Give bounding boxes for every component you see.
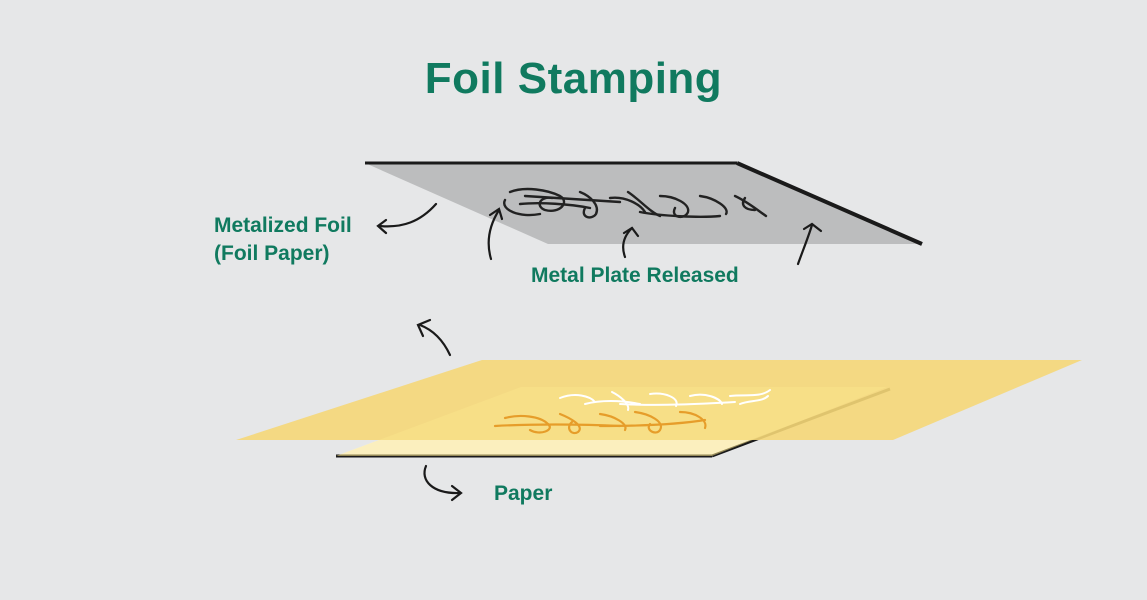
up-arrow-icon bbox=[622, 226, 640, 259]
foil-sheet bbox=[236, 360, 1082, 456]
paper-label: Paper bbox=[494, 482, 553, 505]
up-arrow-icon bbox=[487, 207, 504, 261]
curved-arrow-icon bbox=[376, 202, 438, 235]
stamped-design bbox=[493, 410, 707, 435]
foil-label: Metalized Foil (Foil Paper) bbox=[214, 212, 352, 268]
foil-residue-design bbox=[559, 389, 771, 411]
curved-arrow-icon bbox=[416, 318, 452, 357]
engraved-design bbox=[503, 187, 768, 219]
plate-label: Metal Plate Released bbox=[531, 264, 739, 287]
metal-plate bbox=[365, 161, 923, 246]
foil-label-line1: Metalized Foil bbox=[214, 214, 352, 237]
up-arrow-icon bbox=[796, 222, 823, 266]
curved-arrow-icon bbox=[423, 464, 463, 502]
diagram-title: Foil Stamping bbox=[424, 54, 723, 103]
foil-label-line2: (Foil Paper) bbox=[214, 242, 330, 265]
